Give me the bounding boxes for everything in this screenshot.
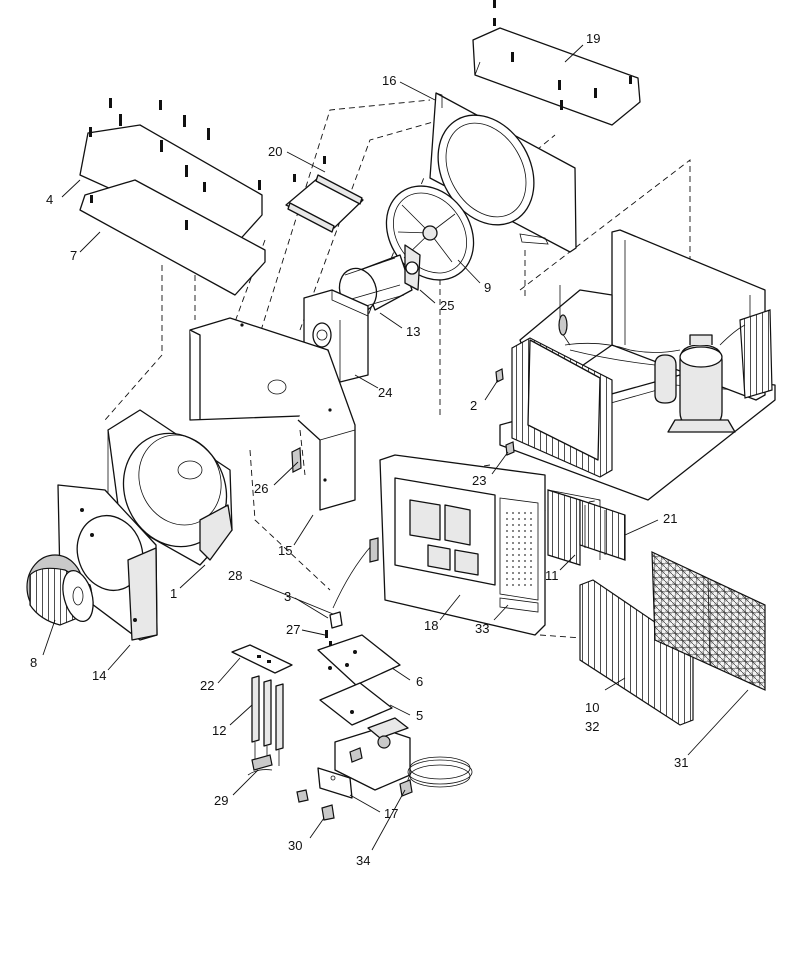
front-panel-frame (379, 454, 546, 636)
evaporator-partition-wall (189, 317, 356, 511)
callout-25: 25 (440, 298, 454, 313)
callout-10: 10 (585, 700, 599, 715)
control-knob-shaft (325, 611, 343, 647)
control-panel-cover (317, 767, 353, 799)
callout-29: 29 (214, 793, 228, 808)
callout-3: 3 (284, 589, 291, 604)
callout-23: 23 (472, 473, 486, 488)
air-filter (651, 551, 766, 691)
top-cover-panel (472, 27, 641, 126)
heater-terminal (247, 754, 273, 776)
left-top-insulation-panel (79, 179, 266, 296)
callout-6: 6 (416, 674, 423, 689)
control-knobs (296, 789, 335, 821)
callout-27: 27 (286, 622, 300, 637)
blower-wheel (26, 554, 94, 626)
callout-17: 17 (384, 806, 398, 821)
callout-labels: 1 2 3 4 5 6 7 8 9 10 11 12 13 14 15 16 1… (30, 31, 688, 868)
callout-34: 34 (356, 853, 370, 868)
evaporator-coil-front (547, 489, 601, 566)
front-louver-grille (579, 579, 694, 726)
control-mounting-plate (317, 634, 401, 686)
fan-motor (338, 244, 421, 313)
callout-8: 8 (30, 655, 37, 670)
callout-15: 15 (278, 543, 292, 558)
chassis-clip-front (505, 441, 515, 456)
condenser-coil (511, 337, 613, 478)
control-board (334, 717, 411, 791)
callout-24: 24 (378, 385, 392, 400)
callout-31: 31 (674, 755, 688, 770)
callout-30: 30 (288, 838, 302, 853)
fan-shroud-panel (429, 92, 577, 253)
callout-5: 5 (416, 708, 423, 723)
control-wire-lead (332, 537, 379, 609)
callout-33: 33 (475, 621, 489, 636)
partition-clip (291, 447, 302, 473)
motor-bracket (285, 156, 364, 233)
control-insulation-plate (319, 682, 393, 726)
callout-22: 22 (200, 678, 214, 693)
evaporator-coil-rear (739, 309, 773, 399)
callout-9: 9 (484, 280, 491, 295)
heater-bracket (231, 644, 293, 674)
rear-filter-screen (579, 499, 626, 561)
callout-28: 28 (228, 568, 242, 583)
callout-26: 26 (254, 481, 268, 496)
callout-11: 11 (545, 568, 559, 583)
callout-4: 4 (46, 192, 53, 207)
callout-16: 16 (382, 73, 396, 88)
callout-32: 32 (585, 719, 599, 734)
callout-1: 1 (170, 586, 177, 601)
power-cord (399, 756, 473, 797)
left-top-panel (79, 124, 263, 246)
callout-21: 21 (663, 511, 677, 526)
blower-front-plate (57, 484, 158, 641)
left-panel-screws (89, 98, 261, 230)
callout-13: 13 (406, 324, 420, 339)
compressor (667, 334, 736, 433)
refrigerant-tubing (558, 285, 746, 366)
callout-20: 20 (268, 144, 282, 159)
callout-18: 18 (424, 618, 438, 633)
callout-2: 2 (470, 398, 477, 413)
accumulator (654, 354, 677, 404)
callout-14: 14 (92, 668, 106, 683)
callout-12: 12 (212, 723, 226, 738)
leader-lines (42, 44, 749, 851)
chassis-screw-clip (495, 368, 504, 383)
heater-elements (251, 675, 284, 766)
callout-7: 7 (70, 248, 77, 263)
top-cover-screws (493, 0, 632, 110)
callout-19: 19 (586, 31, 600, 46)
